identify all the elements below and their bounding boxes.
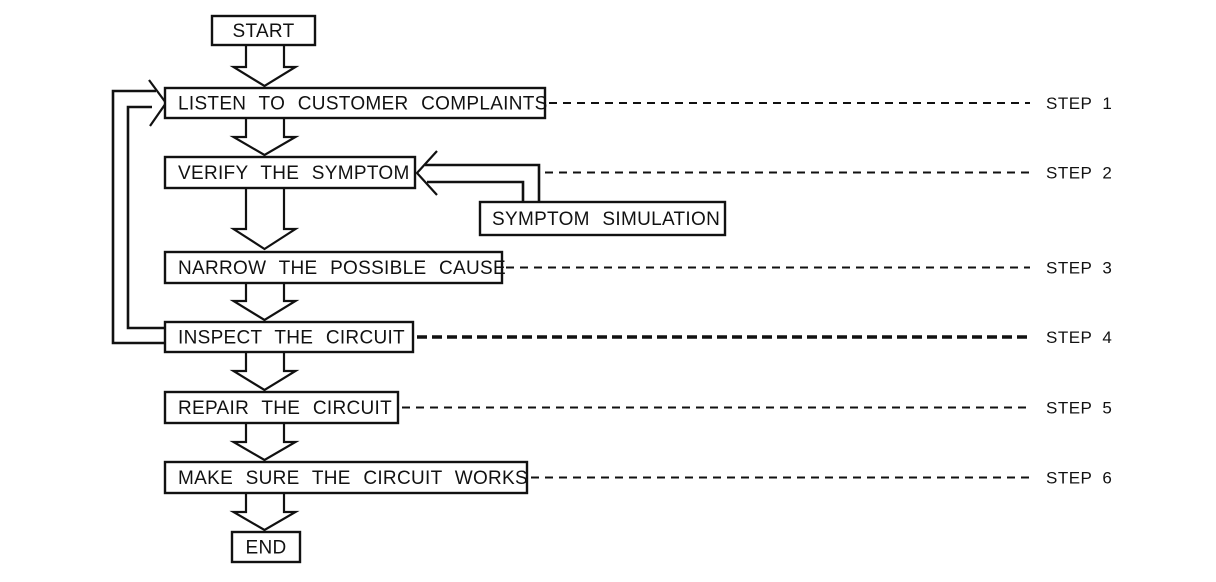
node-narrow-the-possible-cause: NARROW THE POSSIBLE CAUSE — [163, 250, 506, 285]
feedback-loop-inner-line — [126, 105, 165, 330]
inspect-box — [163, 320, 415, 354]
end-box — [230, 530, 302, 564]
step-3-label: STEP 3 — [1046, 259, 1112, 278]
feedback-loop-arrowhead-icon — [148, 79, 168, 127]
narrow-box-label: NARROW THE POSSIBLE CAUSE — [178, 258, 506, 279]
step-1-label: STEP 1 — [1046, 94, 1112, 113]
symptom-connector-outer-line — [425, 163, 541, 202]
feedback-loop-outer-line — [111, 89, 165, 345]
down-arrow-start-to-listen — [229, 46, 300, 88]
symptom-connector-arrowhead-icon — [415, 150, 438, 196]
step-4-label: STEP 4 — [1046, 328, 1112, 347]
step-5-label: STEP 5 — [1046, 399, 1112, 418]
listen-box — [163, 86, 547, 120]
node-listen-to-customer-complaints: LISTEN TO CUSTOMER COMPLAINTS — [163, 86, 548, 120]
node-verify-the-symptom: VERIFY THE SYMPTOM — [163, 155, 417, 190]
down-arrow-narrow-to-inspect — [229, 282, 300, 322]
step-2-label: STEP 2 — [1046, 164, 1112, 183]
down-arrow-inspect-to-repair — [229, 351, 300, 392]
verify-box — [163, 155, 417, 190]
node-start: START — [210, 14, 317, 47]
down-arrow-verify-to-narrow — [229, 186, 300, 251]
repair-box-label: REPAIR THE CIRCUIT — [178, 398, 392, 419]
down-arrow-repair-to-make-sure — [229, 422, 300, 462]
start-box — [210, 14, 317, 47]
step-6-label: STEP 6 — [1046, 469, 1112, 488]
narrow-box — [163, 250, 504, 285]
node-inspect-the-circuit: INSPECT THE CIRCUIT — [163, 320, 415, 354]
node-symptom-simulation: SYMPTOM SIMULATION — [478, 200, 727, 237]
listen-box-label: LISTEN TO CUSTOMER COMPLAINTS — [178, 94, 548, 115]
node-make-sure-the-circuit-works: MAKE SURE THE CIRCUIT WORKS — [163, 460, 529, 495]
end-box-label: END — [245, 538, 286, 559]
symptom-simulation-box-label: SYMPTOM SIMULATION — [492, 209, 720, 230]
down-arrow-listen-to-verify — [229, 117, 300, 157]
start-box-label: START — [232, 21, 294, 42]
symptom-connector-inner-line — [427, 180, 525, 202]
make-sure-box — [163, 460, 529, 495]
symptom-simulation-box — [478, 200, 727, 237]
repair-box — [163, 390, 400, 425]
down-arrow-make-sure-to-end — [229, 492, 300, 532]
verify-box-label: VERIFY THE SYMPTOM — [178, 163, 410, 184]
inspect-box-label: INSPECT THE CIRCUIT — [178, 328, 405, 349]
node-repair-the-circuit: REPAIR THE CIRCUIT — [163, 390, 400, 425]
node-end: END — [230, 530, 302, 564]
make-sure-box-label: MAKE SURE THE CIRCUIT WORKS — [178, 468, 528, 489]
